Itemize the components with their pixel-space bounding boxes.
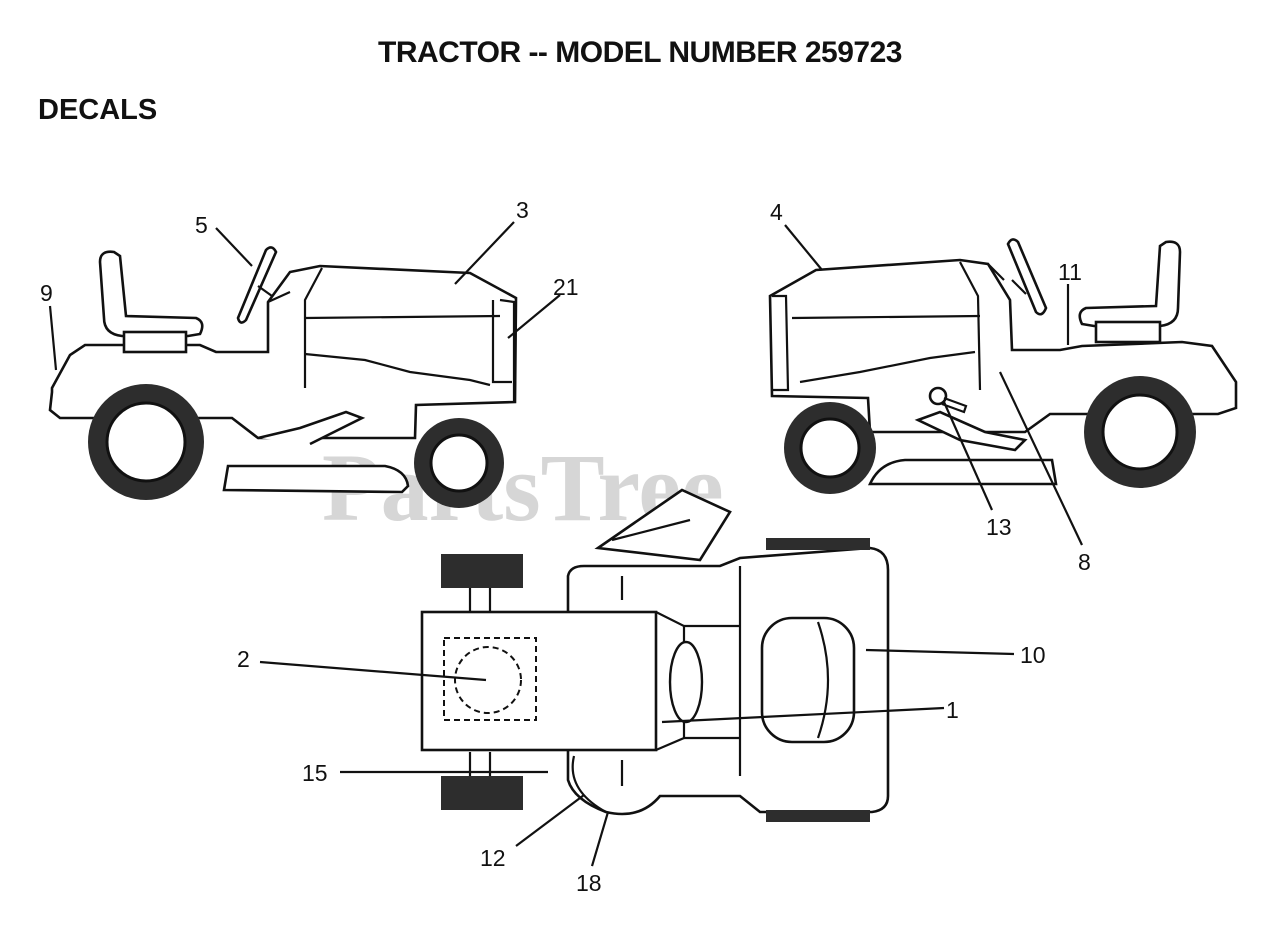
callout-21: 21 (553, 274, 579, 300)
callout-10: 10 (1020, 642, 1046, 668)
callout-12: 12 (480, 845, 506, 871)
tractor-right-side-view (768, 238, 1238, 494)
callout-11: 11 (1058, 259, 1082, 285)
callout-2: 2 (237, 646, 250, 672)
callout-5: 5 (195, 212, 208, 238)
tractor-top-view (420, 488, 890, 822)
callout-13: 13 (986, 514, 1012, 540)
callout-15: 15 (302, 760, 328, 786)
callout-1: 1 (946, 697, 959, 723)
callout-labels: 5 3 21 9 4 11 13 8 2 10 1 15 12 18 (40, 197, 1091, 896)
tractor-left-side-view (48, 246, 518, 508)
section-heading: DECALS (38, 94, 158, 126)
callout-4: 4 (770, 199, 783, 225)
callout-8: 8 (1078, 549, 1091, 575)
leader-lines (48, 221, 1083, 867)
callout-18: 18 (576, 870, 602, 896)
callout-9: 9 (40, 280, 53, 306)
page-title: TRACTOR -- MODEL NUMBER 259723 (378, 36, 902, 69)
callout-3: 3 (516, 197, 529, 223)
